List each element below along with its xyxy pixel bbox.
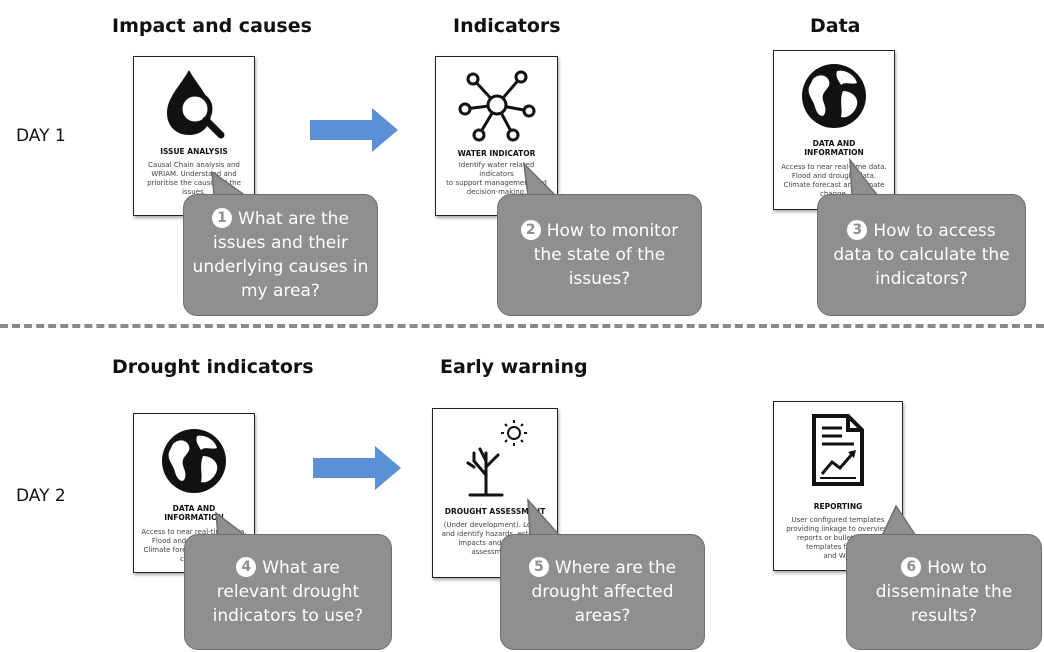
water-drop-magnifier-icon xyxy=(167,70,225,139)
day-1-label: DAY 1 xyxy=(16,126,66,146)
card-data-information[interactable]: DATA AND INFORMATION Access to near real… xyxy=(773,50,895,210)
card-title: WATER INDICATOR xyxy=(457,149,536,158)
step-number: 5 xyxy=(528,557,549,577)
step-number: 6 xyxy=(901,557,922,577)
heading-drought-indicators: Drought indicators xyxy=(112,356,314,378)
step-number: 4 xyxy=(236,557,257,577)
globe-icon xyxy=(802,64,866,128)
heading-data: Data xyxy=(810,15,861,37)
day-divider xyxy=(0,324,1044,328)
arrow-right-icon xyxy=(310,108,398,152)
card-title: DROUGHT ASSESSMENT xyxy=(444,507,546,516)
card-title: DATA AND INFORMATION xyxy=(164,504,224,522)
arrow-right-icon xyxy=(313,446,401,490)
step-number: 3 xyxy=(847,220,868,240)
network-nodes-icon xyxy=(458,70,535,142)
card-description: Causal Chain analysis and WRIAM. Underst… xyxy=(147,161,241,196)
heading-impact-causes: Impact and causes xyxy=(112,15,312,37)
card-title: ISSUE ANALYSIS xyxy=(160,147,228,156)
card-title: REPORTING xyxy=(813,502,863,511)
card-water-indicator[interactable]: WATER INDICATOR Identify water related i… xyxy=(435,56,558,216)
dry-tree-sun-icon xyxy=(466,420,527,497)
heading-early-warning: Early warning xyxy=(440,356,588,378)
heading-indicators: Indicators xyxy=(453,15,561,37)
card-title: DATA AND INFORMATION xyxy=(804,139,864,157)
step-number: 1 xyxy=(212,208,233,228)
report-document-icon xyxy=(812,414,864,486)
step-number: 2 xyxy=(520,220,541,240)
globe-icon xyxy=(162,429,226,493)
day-2-label: DAY 2 xyxy=(16,486,66,506)
